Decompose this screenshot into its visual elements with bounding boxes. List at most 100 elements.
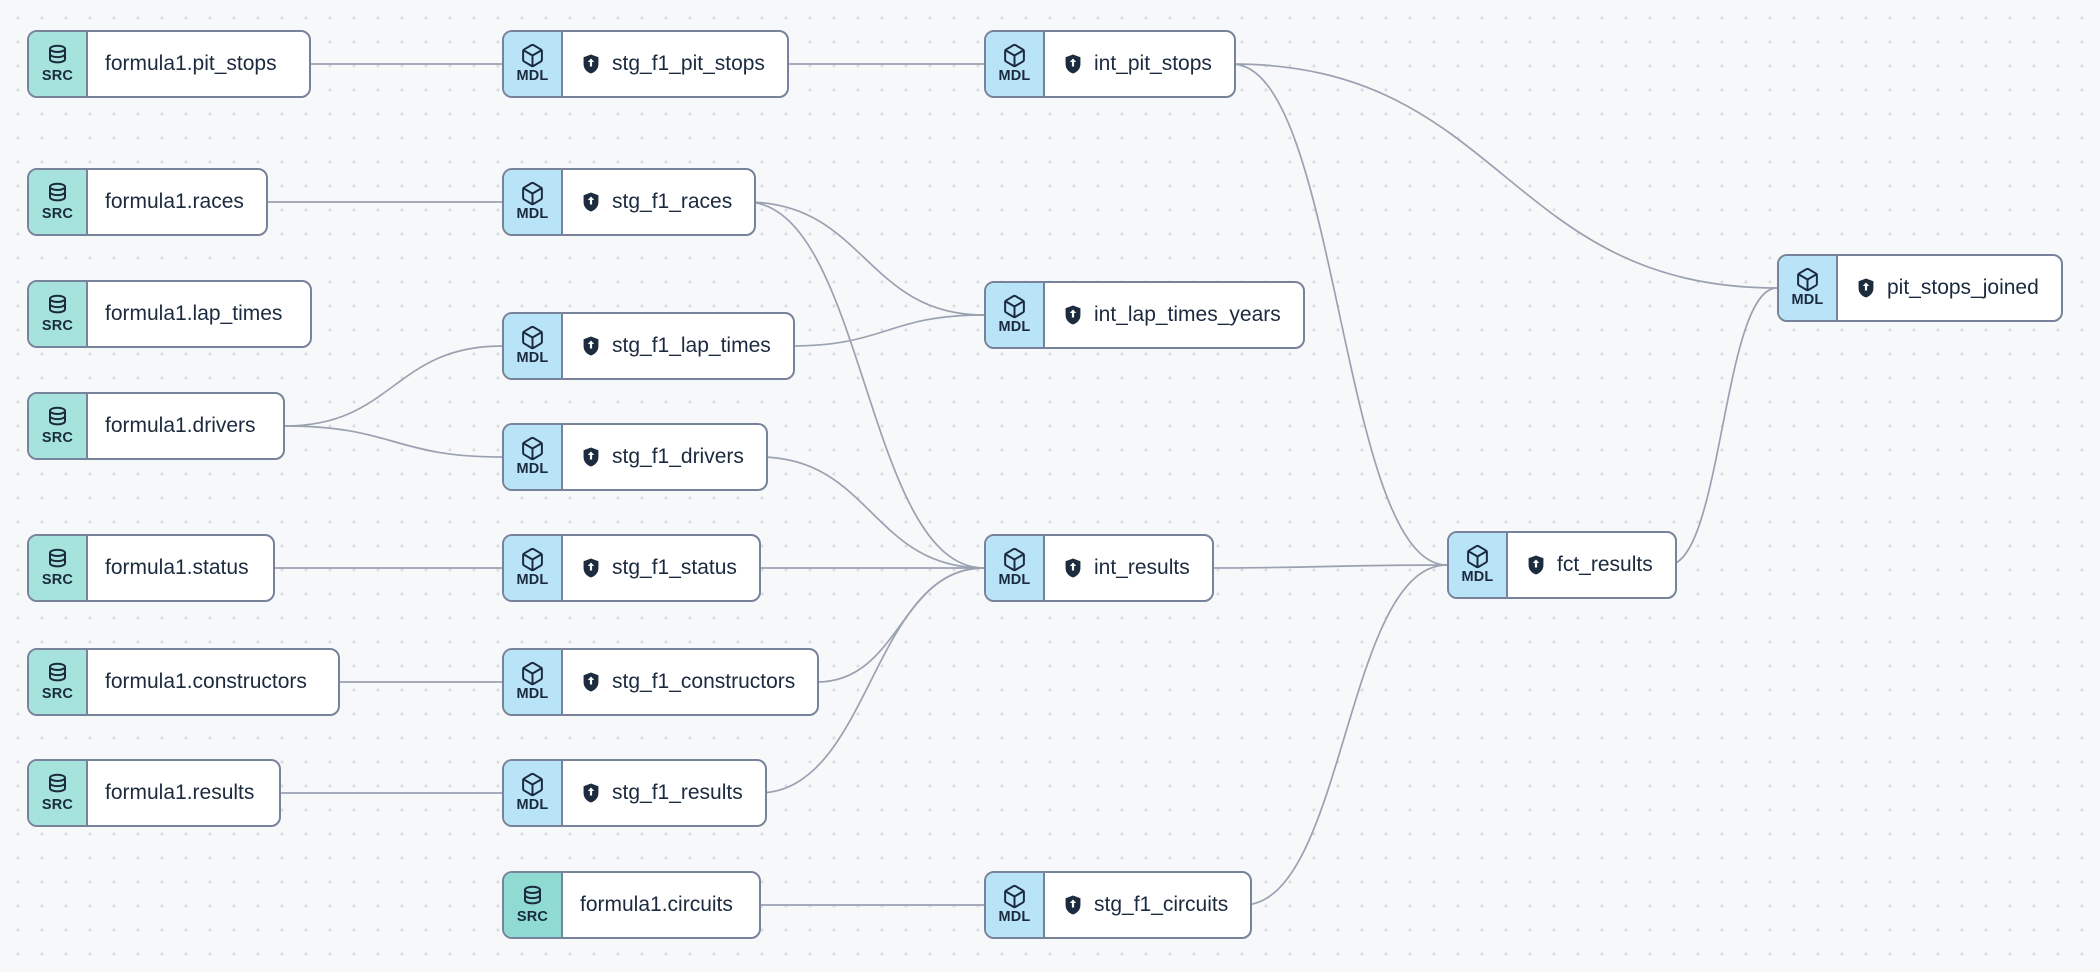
- cube-icon: [520, 772, 545, 797]
- node-body: formula1.status: [88, 536, 271, 600]
- cube-icon: [1465, 544, 1490, 569]
- shield-icon: [580, 335, 602, 357]
- cube-icon: [1795, 267, 1820, 292]
- edge-int_results-to-fct_results: [1204, 564, 1448, 569]
- node-label: formula1.circuits: [580, 893, 733, 916]
- node-body: formula1.circuits: [563, 873, 755, 937]
- edge-fct_results-to-pit_stops_joined: [1667, 287, 1778, 566]
- shield-icon: [1062, 557, 1084, 579]
- model-badge: MDL: [504, 650, 563, 714]
- badge-label: SRC: [41, 797, 74, 814]
- source-badge: SRC: [29, 170, 88, 234]
- node-label: stg_f1_results: [612, 781, 743, 804]
- node-formula1.circuits[interactable]: SRC formula1.circuits: [502, 871, 761, 939]
- node-stg_f1_races[interactable]: MDL stg_f1_races: [502, 168, 757, 236]
- node-body: stg_f1_drivers: [563, 425, 766, 489]
- model-badge: MDL: [986, 536, 1045, 600]
- node-label: stg_f1_drivers: [612, 445, 744, 468]
- source-badge: SRC: [29, 282, 88, 346]
- model-badge: MDL: [986, 873, 1045, 937]
- node-label: stg_f1_pit_stops: [612, 52, 765, 75]
- edge-stg_f1_circuits-to-fct_results: [1242, 564, 1448, 906]
- database-icon: [520, 884, 545, 909]
- badge-label: SRC: [41, 206, 74, 223]
- node-body: stg_f1_results: [563, 761, 765, 825]
- node-label: formula1.races: [105, 190, 244, 213]
- shield-icon: [1062, 304, 1084, 326]
- badge-label: SRC: [41, 430, 74, 447]
- node-stg_f1_status[interactable]: MDL stg_f1_status: [502, 534, 761, 602]
- badge-label: MDL: [1461, 569, 1494, 586]
- node-stg_f1_drivers[interactable]: MDL stg_f1_drivers: [502, 423, 768, 491]
- node-body: fct_results: [1508, 533, 1675, 597]
- node-formula1.drivers[interactable]: SRC formula1.drivers: [27, 392, 285, 460]
- node-body: formula1.pit_stops: [88, 32, 299, 96]
- model-badge: MDL: [504, 32, 563, 96]
- badge-label: MDL: [998, 572, 1031, 589]
- model-badge: MDL: [504, 170, 563, 234]
- source-badge: SRC: [29, 650, 88, 714]
- badge-label: MDL: [516, 68, 549, 85]
- node-label: formula1.constructors: [105, 670, 307, 693]
- node-formula1.races[interactable]: SRC formula1.races: [27, 168, 268, 236]
- node-label: formula1.results: [105, 781, 255, 804]
- badge-label: MDL: [516, 350, 549, 367]
- model-badge: MDL: [986, 32, 1045, 96]
- badge-label: MDL: [516, 797, 549, 814]
- node-formula1.constructors[interactable]: SRC formula1.constructors: [27, 648, 340, 716]
- cube-icon: [1002, 547, 1027, 572]
- node-label: formula1.pit_stops: [105, 52, 277, 75]
- node-label: fct_results: [1557, 553, 1653, 576]
- badge-label: SRC: [516, 909, 549, 926]
- node-formula1.status[interactable]: SRC formula1.status: [27, 534, 275, 602]
- shield-icon: [1062, 894, 1084, 916]
- shield-icon: [1855, 277, 1877, 299]
- node-body: stg_f1_pit_stops: [563, 32, 787, 96]
- model-badge: MDL: [1449, 533, 1508, 597]
- node-label: stg_f1_lap_times: [612, 334, 771, 357]
- database-icon: [45, 181, 70, 206]
- node-formula1.pit_stops[interactable]: SRC formula1.pit_stops: [27, 30, 311, 98]
- edge-stg_f1_constructors-to-int_results: [816, 567, 985, 683]
- badge-label: SRC: [41, 318, 74, 335]
- node-label: stg_f1_status: [612, 556, 737, 579]
- badge-label: MDL: [516, 461, 549, 478]
- node-label: stg_f1_races: [612, 190, 733, 213]
- node-stg_f1_pit_stops[interactable]: MDL stg_f1_pit_stops: [502, 30, 789, 98]
- source-badge: SRC: [504, 873, 563, 937]
- node-formula1.lap_times[interactable]: SRC formula1.lap_times: [27, 280, 312, 348]
- model-badge: MDL: [986, 283, 1045, 347]
- node-body: stg_f1_status: [563, 536, 759, 600]
- shield-icon: [1062, 53, 1084, 75]
- shield-icon: [580, 557, 602, 579]
- edge-stg_f1_drivers-to-int_results: [758, 456, 985, 569]
- cube-icon: [520, 661, 545, 686]
- node-formula1.results[interactable]: SRC formula1.results: [27, 759, 281, 827]
- model-badge: MDL: [504, 314, 563, 378]
- source-badge: SRC: [29, 761, 88, 825]
- cube-icon: [1002, 884, 1027, 909]
- node-fct_results[interactable]: MDL fct_results: [1447, 531, 1677, 599]
- badge-label: MDL: [516, 572, 549, 589]
- database-icon: [45, 661, 70, 686]
- cube-icon: [520, 547, 545, 572]
- node-body: formula1.constructors: [88, 650, 329, 714]
- badge-label: MDL: [998, 68, 1031, 85]
- model-badge: MDL: [504, 761, 563, 825]
- edge-formula1.drivers-to-stg_f1_drivers: [284, 425, 503, 458]
- node-body: formula1.results: [88, 761, 276, 825]
- node-stg_f1_results[interactable]: MDL stg_f1_results: [502, 759, 767, 827]
- badge-label: SRC: [41, 572, 74, 589]
- node-body: formula1.lap_times: [88, 282, 304, 346]
- model-badge: MDL: [504, 536, 563, 600]
- node-body: formula1.drivers: [88, 394, 278, 458]
- source-badge: SRC: [29, 32, 88, 96]
- node-stg_f1_lap_times[interactable]: MDL stg_f1_lap_times: [502, 312, 795, 380]
